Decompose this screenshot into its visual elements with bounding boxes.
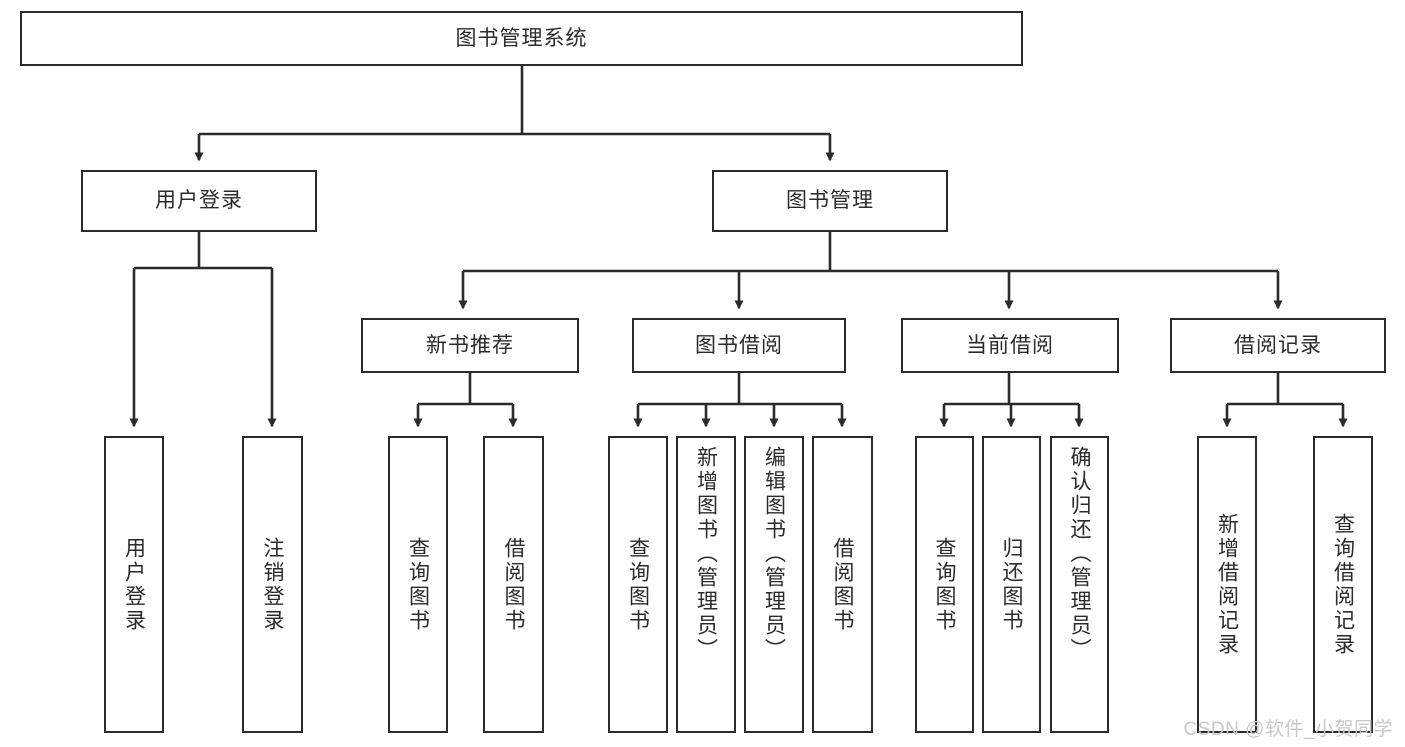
- connector-lines: [129, 66, 1348, 428]
- leaf-return-book[interactable]: 归还图书: [982, 436, 1041, 733]
- node-borrow-record[interactable]: 借阅记录: [1170, 318, 1386, 373]
- leaf-borrow-book-borrow-label: 借阅图书: [831, 536, 854, 633]
- leaf-edit-book-admin[interactable]: 编辑图书（管理员）: [744, 436, 804, 733]
- node-new-book-recommend[interactable]: 新书推荐: [361, 318, 579, 373]
- node-new-book-recommend-label: 新书推荐: [426, 333, 514, 357]
- node-user-login[interactable]: 用户登录: [81, 170, 317, 232]
- node-borrow-record-label: 借阅记录: [1234, 333, 1322, 357]
- leaf-query-book-current-label: 查询图书: [933, 536, 956, 633]
- leaf-query-book-recommend[interactable]: 查询图书: [388, 436, 448, 733]
- leaf-add-book-admin[interactable]: 新增图书（管理员）: [676, 436, 736, 733]
- leaf-query-book-borrow[interactable]: 查询图书: [608, 436, 668, 733]
- node-current-borrow-label: 当前借阅: [966, 333, 1054, 357]
- leaf-edit-book-admin-label: 编辑图书（管理员）: [762, 446, 786, 662]
- leaf-logout-label: 注销登录: [261, 536, 284, 633]
- node-book-manage[interactable]: 图书管理: [712, 170, 948, 232]
- node-current-borrow[interactable]: 当前借阅: [901, 318, 1119, 373]
- leaf-add-borrow-record-label: 新增借阅记录: [1215, 512, 1239, 657]
- leaf-return-book-label: 归还图书: [1000, 536, 1023, 633]
- leaf-borrow-book-borrow[interactable]: 借阅图书: [812, 436, 873, 733]
- leaf-add-borrow-record[interactable]: 新增借阅记录: [1197, 436, 1257, 733]
- leaf-query-borrow-record-label: 查询借阅记录: [1331, 512, 1355, 657]
- leaf-query-book-borrow-label: 查询图书: [626, 536, 650, 633]
- leaf-borrow-book-recommend[interactable]: 借阅图书: [483, 436, 544, 733]
- node-root-label: 图书管理系统: [455, 26, 588, 50]
- node-book-borrow-label: 图书借阅: [695, 333, 783, 357]
- node-root[interactable]: 图书管理系统: [20, 11, 1023, 66]
- leaf-query-book-current[interactable]: 查询图书: [915, 436, 974, 733]
- leaf-borrow-book-recommend-label: 借阅图书: [502, 536, 525, 633]
- leaf-logout[interactable]: 注销登录: [242, 436, 303, 733]
- leaf-add-book-admin-label: 新增图书（管理员）: [694, 446, 718, 662]
- leaf-query-book-recommend-label: 查询图书: [406, 536, 430, 633]
- leaf-confirm-return-admin-label: 确认归还（管理员）: [1068, 446, 1091, 662]
- leaf-user-login[interactable]: 用户登录: [104, 436, 164, 733]
- leaf-user-login-label: 用户登录: [122, 536, 146, 633]
- node-book-manage-label: 图书管理: [786, 189, 874, 213]
- leaf-confirm-return-admin[interactable]: 确认归还（管理员）: [1050, 436, 1109, 733]
- node-user-login-label: 用户登录: [155, 189, 243, 213]
- leaf-query-borrow-record[interactable]: 查询借阅记录: [1313, 436, 1373, 733]
- node-book-borrow[interactable]: 图书借阅: [632, 318, 846, 373]
